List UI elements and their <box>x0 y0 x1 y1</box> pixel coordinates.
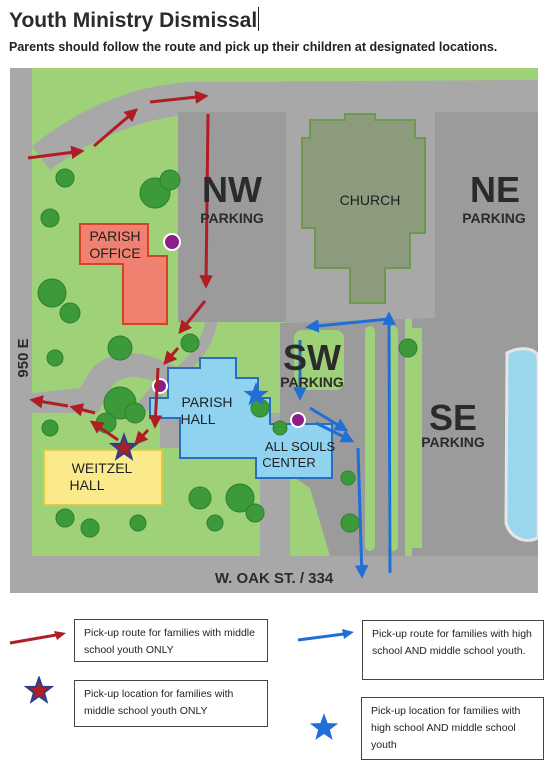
red-route-arrow <box>178 300 207 335</box>
red-route-arrow <box>69 403 96 417</box>
nw-parking-label: PARKING <box>200 210 264 226</box>
parish-hall-label-2: HALL <box>180 411 215 427</box>
tree <box>124 402 146 424</box>
sw-parking-label: PARKING <box>280 374 344 390</box>
tree <box>41 419 59 437</box>
page-subtitle: Parents should follow the route and pick… <box>9 40 498 54</box>
tree <box>225 483 255 513</box>
red-star-icon <box>24 676 54 704</box>
red-route-arrow <box>134 428 150 445</box>
legend-red-location: Pick-up location for families with middl… <box>74 680 268 727</box>
legend-blue-location: Pick-up location for families with high … <box>361 697 544 760</box>
tree <box>245 503 265 523</box>
weitzel-label-1: WEITZEL <box>72 460 133 476</box>
legend-red-route: Pick-up route for families with middle s… <box>74 619 268 662</box>
red-route-arrow <box>89 420 119 442</box>
blue-pickup-star <box>243 382 269 406</box>
south-road <box>10 556 538 593</box>
parish-office-label-2: OFFICE <box>89 245 140 261</box>
se-lot-island <box>412 328 422 548</box>
church-building <box>301 113 426 304</box>
parish-hall-label-1: PARISH <box>181 394 232 410</box>
road-west-label: 950 E <box>15 338 32 377</box>
red-route-arrow <box>199 113 213 289</box>
tree <box>46 349 64 367</box>
tree <box>129 514 147 532</box>
tree <box>107 335 133 361</box>
tree <box>59 302 81 324</box>
legend-blue-route: Pick-up route for families with high sch… <box>362 620 544 680</box>
tree <box>180 333 200 353</box>
blue-star-icon <box>309 713 339 741</box>
all-souls-label-1: ALL SOULS <box>265 439 336 454</box>
lot-island-nw <box>294 330 344 390</box>
blue-pickup-route <box>293 311 396 579</box>
tree <box>37 278 67 308</box>
red-pickup-star <box>108 432 140 461</box>
nw-parking-lot <box>178 112 286 322</box>
red-route-arrow <box>148 367 163 429</box>
fountain-marker <box>290 412 306 428</box>
page-title: Youth Ministry Dismissal <box>9 7 260 32</box>
tree <box>340 513 360 533</box>
campus-map: NW PARKING NE PARKING SW PARKING SE PARK… <box>10 68 538 593</box>
tree <box>206 514 224 532</box>
parking-median-1 <box>365 326 375 551</box>
fountain-marker <box>163 233 181 251</box>
blue-route-arrow <box>305 317 389 333</box>
red-route-arrow <box>149 90 209 104</box>
blue-route-arrow <box>309 406 349 432</box>
weitzel-label-2: HALL <box>69 477 104 493</box>
blue-route-arrow <box>315 421 355 443</box>
tree <box>159 169 181 191</box>
red-route-arrow <box>93 108 139 148</box>
tree <box>40 208 60 228</box>
se-label: SE <box>429 397 477 438</box>
tree <box>340 470 356 486</box>
ne-parking-lot <box>435 112 538 322</box>
se-parking-label: PARKING <box>421 434 485 450</box>
red-pickup-route <box>27 90 213 445</box>
red-arrow-icon <box>9 631 66 645</box>
west-road <box>10 68 32 593</box>
text-cursor <box>258 7 260 31</box>
ne-parking-label: PARKING <box>462 210 526 226</box>
tree <box>55 508 75 528</box>
red-route-arrow <box>27 145 85 160</box>
tree <box>80 518 100 538</box>
blue-route-arrow <box>382 311 396 574</box>
tree <box>188 486 212 510</box>
nw-label: NW <box>202 169 262 210</box>
inner-drive <box>130 112 225 413</box>
weitzel-hall-building <box>43 449 163 506</box>
retention-pond <box>504 347 538 542</box>
church-label: CHURCH <box>340 192 401 208</box>
red-route-arrow <box>163 347 180 366</box>
fountain-marker <box>152 378 168 394</box>
tree <box>272 420 288 436</box>
all-souls-label-2: CENTER <box>262 455 315 470</box>
blue-arrow-icon <box>297 629 354 642</box>
tree <box>398 338 418 358</box>
parish-office-building <box>79 223 168 325</box>
sw-label: SW <box>283 337 341 378</box>
blue-route-arrow <box>354 447 369 579</box>
tree <box>55 168 75 188</box>
red-route-arrow <box>29 395 69 409</box>
road-south-label: W. OAK ST. / 334 <box>215 570 334 587</box>
hall-loop-road <box>32 353 180 413</box>
trees <box>37 168 418 538</box>
parish-office-label-1: PARISH <box>89 228 140 244</box>
ne-label: NE <box>470 169 520 210</box>
